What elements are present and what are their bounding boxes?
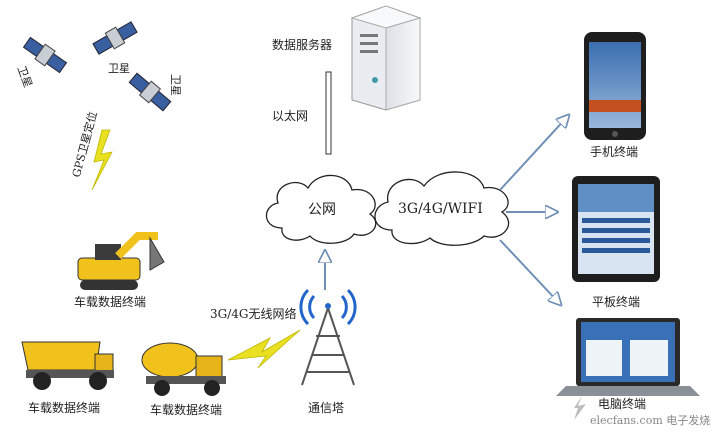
dump-truck-terminal-label: 车载数据终端 [28,400,100,415]
satellite-icon-1 [22,36,68,74]
excavator-icon [77,232,165,290]
satellite-icon-2 [92,21,138,55]
gps-label: GPS卫星定位 [69,110,100,179]
phone-icon [584,32,646,140]
tablet-icon [572,176,660,282]
mixer-truck-icon [141,342,226,396]
dump-truck-icon [21,341,114,390]
watermark-text: elecfans.com 电子发烧友 [590,413,711,427]
tower-label: 通信塔 [308,401,344,415]
tablet-terminal-label: 平板终端 [592,294,640,309]
public-network-cloud [265,174,377,244]
server-icon [350,5,422,111]
gps-lightning-icon [91,129,113,191]
satellite-label-2: 卫星 [108,62,130,75]
laptop-icon [556,318,700,396]
watermark-logo: elecfans.com 电子发烧友 [574,396,711,427]
arrow-to-pc [499,239,560,304]
data-server-label: 数据服务器 [272,37,332,52]
tower-icon [299,288,357,386]
wireless-lightning-icon [227,329,301,369]
public-network-label: 公网 [308,202,336,218]
satellite-label-3: 卫星 [169,74,182,96]
arrow-to-phone [499,116,568,191]
mobile-network-cloud [374,171,510,246]
satellite-label-1: 卫星 [15,64,35,89]
ethernet-link [325,71,332,155]
wireless-network-label: 3G/4G无线网络 [210,306,297,321]
phone-terminal-label: 手机终端 [590,144,638,159]
mixer-truck-terminal-label: 车载数据终端 [150,402,222,417]
pc-terminal-label: 电脑终端 [598,396,646,411]
mobile-network-label: 3G/4G/WIFI [398,201,483,217]
excavator-terminal-label: 车载数据终端 [74,294,146,309]
satellite-icon-3 [128,72,172,112]
ethernet-label: 以太网 [272,108,308,123]
